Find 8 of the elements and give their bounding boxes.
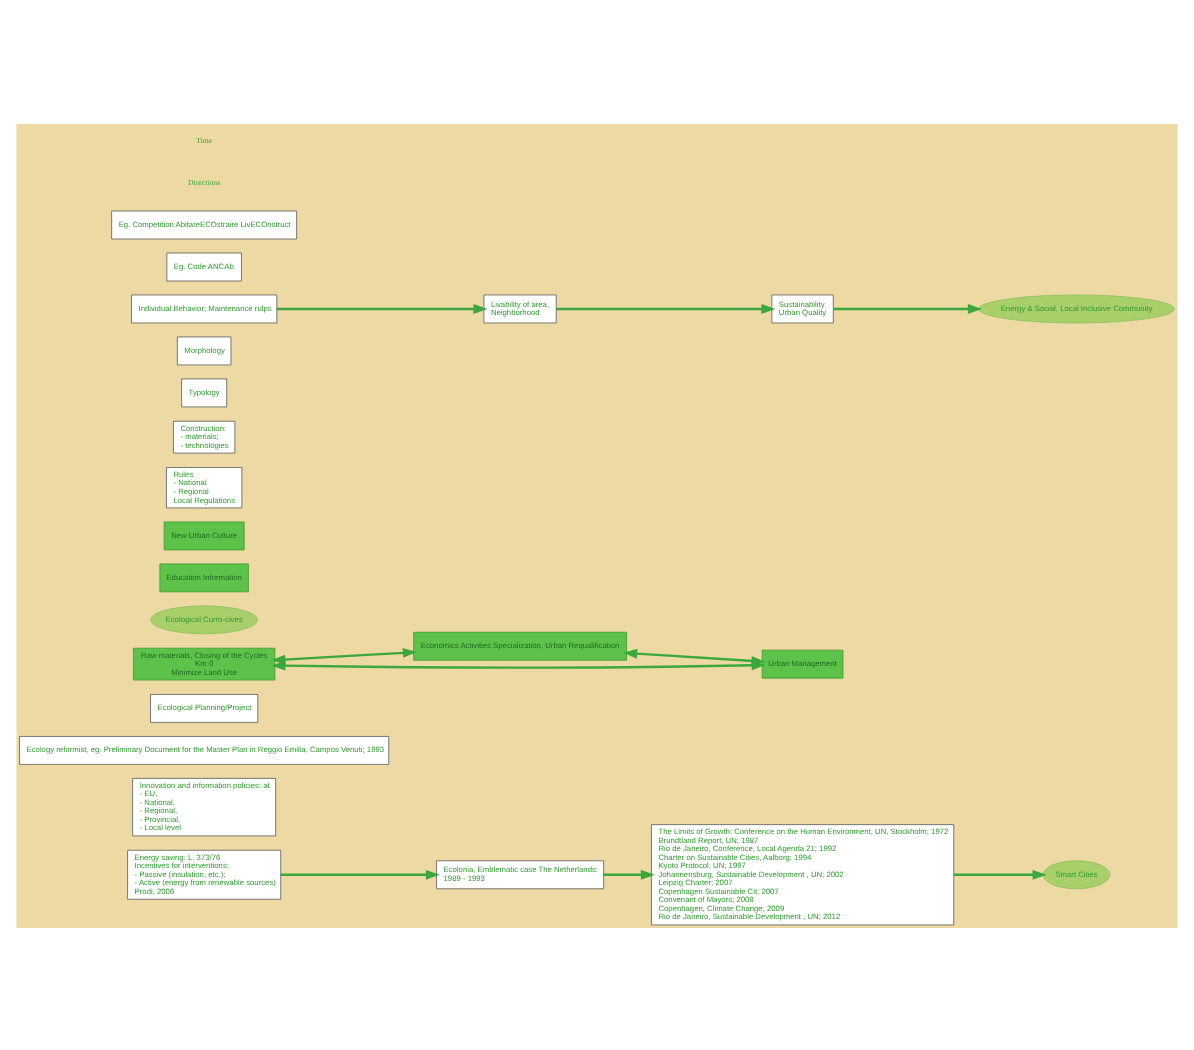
arrow: [833, 303, 982, 313]
arrow: [271, 647, 417, 664]
arrow: [953, 868, 1047, 879]
arrow: [276, 303, 488, 313]
arrow: [556, 303, 776, 313]
arrow: [280, 868, 440, 879]
arrow: [603, 868, 655, 879]
arrow: [623, 647, 766, 665]
